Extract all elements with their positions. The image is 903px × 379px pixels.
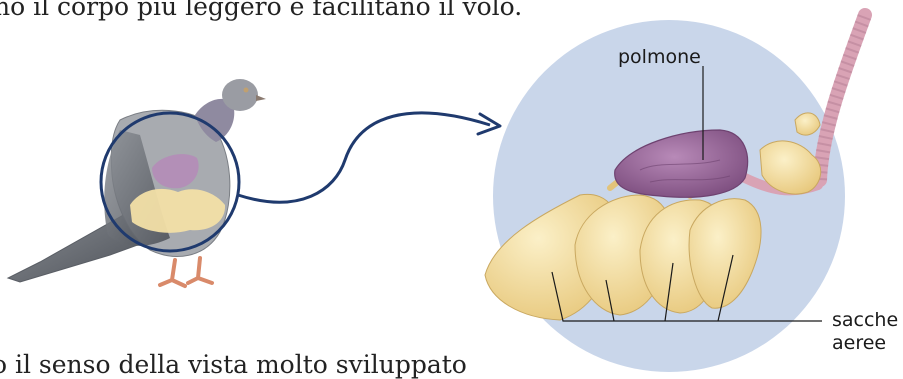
label-lung: polmone [618, 46, 701, 69]
pigeon-figure [8, 79, 266, 286]
pigeon-sacs-small [130, 189, 225, 233]
label-air-sacs: sacche aeree [832, 309, 898, 355]
label-air-sacs-line1: sacche [832, 309, 898, 332]
label-air-sacs-line2: aeree [832, 332, 898, 355]
pigeon-eye [244, 88, 249, 93]
pigeon-feet [160, 258, 212, 286]
pigeon-beak [256, 95, 266, 101]
pigeon-head [222, 79, 258, 111]
trachea [820, 15, 865, 180]
connector-arrow [238, 113, 490, 202]
